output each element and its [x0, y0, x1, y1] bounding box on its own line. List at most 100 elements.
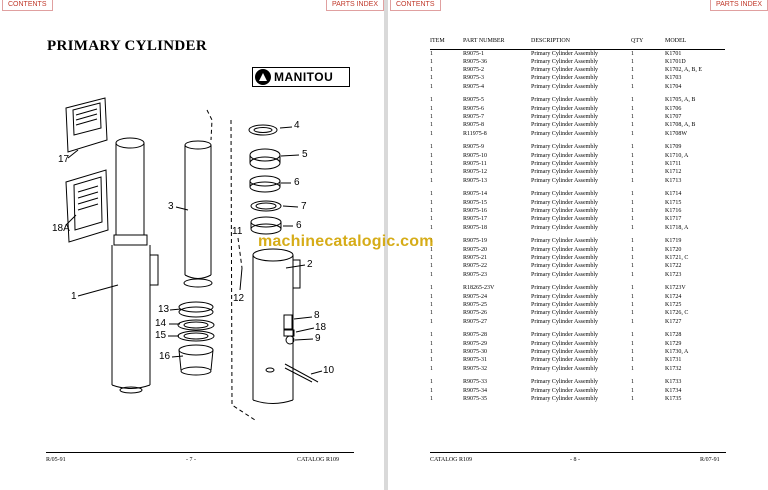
cell-part: R9075-14: [463, 191, 487, 198]
cell-part: R9075-27: [463, 318, 487, 325]
cell-model: K1731: [665, 357, 682, 364]
cell-qty: 1: [631, 199, 634, 206]
cell-model: K1721, C: [665, 255, 689, 262]
cell-item: 1: [430, 340, 433, 347]
cell-desc: Primary Cylinder Assembly: [531, 387, 598, 394]
cylinder-2: [252, 248, 301, 404]
cell-qty: 1: [631, 224, 634, 231]
cell-qty: 1: [631, 144, 634, 151]
cell-model: K1701: [665, 50, 682, 57]
decal-18a: [65, 169, 109, 243]
cell-desc: Primary Cylinder Assembly: [531, 332, 598, 339]
cell-item: 1: [430, 114, 433, 121]
cell-part: R9075-2: [463, 67, 484, 74]
cell-model: K1701D: [665, 58, 686, 65]
cell-model: K1733: [665, 379, 682, 386]
cell-desc: Primary Cylinder Assembly: [531, 97, 598, 104]
cell-qty: 1: [631, 293, 634, 300]
cell-qty: 1: [631, 246, 634, 253]
cell-item: 1: [430, 349, 433, 355]
cell-model: K1722: [665, 263, 682, 270]
cell-model: K1727: [665, 318, 682, 325]
cell-part: R9075-5: [463, 97, 484, 104]
cell-desc: Primary Cylinder Assembly: [531, 58, 598, 65]
cell-part: R9075-30: [463, 349, 487, 355]
cell-desc: Primary Cylinder Assembly: [531, 302, 598, 309]
cell-qty: 1: [631, 58, 634, 65]
right-page: CONTENTS PARTS INDEX ITEM PART NUMBER DE…: [388, 0, 768, 490]
cell-part: R9075-8: [463, 122, 484, 129]
cell-part: R9075-12: [463, 169, 487, 176]
cell-desc: Primary Cylinder Assembly: [531, 67, 598, 74]
callout-8: 8: [314, 310, 320, 321]
cell-qty: 1: [631, 365, 634, 372]
page-gutter: [384, 0, 388, 490]
cell-desc: Primary Cylinder Assembly: [531, 318, 598, 325]
cell-item: 1: [430, 332, 433, 339]
cell-item: 1: [430, 130, 433, 137]
callout-7: 7: [301, 201, 307, 212]
parts-index-link[interactable]: PARTS INDEX: [325, 0, 384, 11]
cell-item: 1: [430, 97, 433, 104]
cell-desc: Primary Cylinder Assembly: [531, 50, 598, 57]
cell-desc: Primary Cylinder Assembly: [531, 263, 598, 270]
cell-item: 1: [430, 199, 433, 206]
cell-qty: 1: [631, 161, 634, 168]
cell-desc: Primary Cylinder Assembly: [531, 349, 598, 355]
cell-part: R11975-8: [463, 130, 487, 137]
footer-right: CATALOG R109: [297, 457, 340, 463]
cell-qty: 1: [631, 177, 634, 184]
cell-model: K1732: [665, 365, 682, 372]
cell-qty: 1: [631, 318, 634, 325]
cell-qty: 1: [631, 191, 634, 198]
cell-item: 1: [430, 224, 433, 231]
cell-desc: Primary Cylinder Assembly: [531, 199, 598, 206]
cell-model: K1726, C: [665, 310, 689, 317]
cell-part: R9075-31: [463, 357, 487, 364]
callout-9: 9: [315, 333, 321, 344]
cell-desc: Primary Cylinder Assembly: [531, 238, 598, 245]
cell-qty: 1: [631, 310, 634, 317]
contents-link[interactable]: CONTENTS: [2, 0, 53, 11]
cell-desc: Primary Cylinder Assembly: [531, 144, 598, 151]
footer-rule: [46, 452, 354, 453]
contents-link[interactable]: CONTENTS: [390, 0, 441, 11]
cell-desc: Primary Cylinder Assembly: [531, 75, 598, 82]
cell-item: 1: [430, 161, 433, 168]
cell-part: R9075-10: [463, 152, 487, 159]
cell-item: 1: [430, 310, 433, 317]
cell-part: R9075-33: [463, 379, 487, 386]
seal-15: [177, 330, 215, 342]
cell-desc: Primary Cylinder Assembly: [531, 83, 598, 90]
manitou-logo: MANITOU: [252, 67, 350, 87]
cell-item: 1: [430, 285, 433, 292]
footer-rule: [430, 452, 726, 453]
cell-item: 1: [430, 255, 433, 262]
cell-item: 1: [430, 122, 433, 129]
cell-item: 1: [430, 144, 433, 151]
cell-model: K1703: [665, 75, 682, 82]
cell-desc: Primary Cylinder Assembly: [531, 285, 598, 292]
cell-item: 1: [430, 83, 433, 90]
cell-item: 1: [430, 238, 433, 245]
footer-left: R/05-91: [46, 457, 66, 463]
parts-index-link[interactable]: PARTS INDEX: [709, 0, 768, 11]
seal-14: [177, 319, 215, 331]
cell-qty: 1: [631, 83, 634, 90]
cell-part: R9075-34: [463, 387, 487, 394]
